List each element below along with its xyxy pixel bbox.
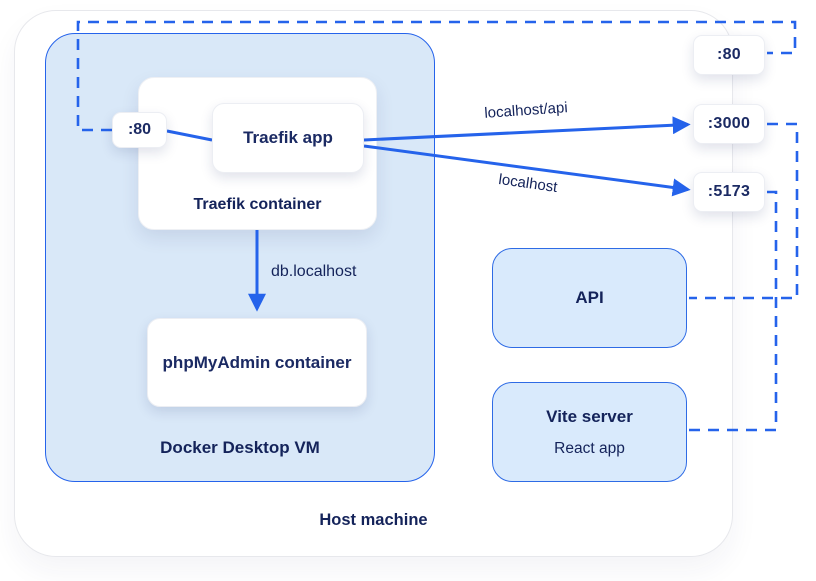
react-app-label: React app bbox=[554, 439, 625, 457]
api-service-box: API bbox=[492, 248, 687, 348]
vite-server-box: Vite server React app bbox=[492, 382, 687, 482]
phpmyadmin-label: phpMyAdmin container bbox=[162, 352, 352, 372]
port-80-internal-badge: :80 bbox=[112, 112, 167, 148]
arrow-traefik-to-3000 bbox=[363, 116, 691, 142]
port-5173-label: :5173 bbox=[707, 183, 751, 200]
dashed-connector-5173-to-vite bbox=[689, 190, 778, 432]
host-machine-label: Host machine bbox=[319, 511, 428, 529]
port-5173-badge: :5173 bbox=[693, 172, 765, 212]
arrow-traefik-to-5173 bbox=[363, 144, 691, 197]
traefik-app-box: Traefik app bbox=[212, 103, 364, 173]
port-80-host-label: :80 bbox=[716, 46, 742, 63]
traefik-container-label: Traefik container bbox=[193, 196, 322, 213]
traefik-app-label: Traefik app bbox=[243, 128, 333, 147]
port-3000-label: :3000 bbox=[707, 115, 751, 132]
port-80-host-badge: :80 bbox=[693, 35, 765, 75]
api-label: API bbox=[575, 288, 604, 307]
vite-server-label: Vite server bbox=[546, 406, 633, 426]
dashed-connector-3000-to-api bbox=[689, 122, 799, 300]
route-label-db-localhost: db.localhost bbox=[271, 263, 357, 280]
line-port80-to-traefik-app bbox=[166, 129, 213, 142]
phpmyadmin-box: phpMyAdmin container bbox=[147, 318, 367, 407]
docker-vm-label: Docker Desktop VM bbox=[160, 438, 320, 457]
port-80-internal-label: :80 bbox=[127, 121, 152, 138]
dashed-connector-host80-to-traefik80 bbox=[76, 20, 797, 132]
port-3000-badge: :3000 bbox=[693, 104, 765, 144]
